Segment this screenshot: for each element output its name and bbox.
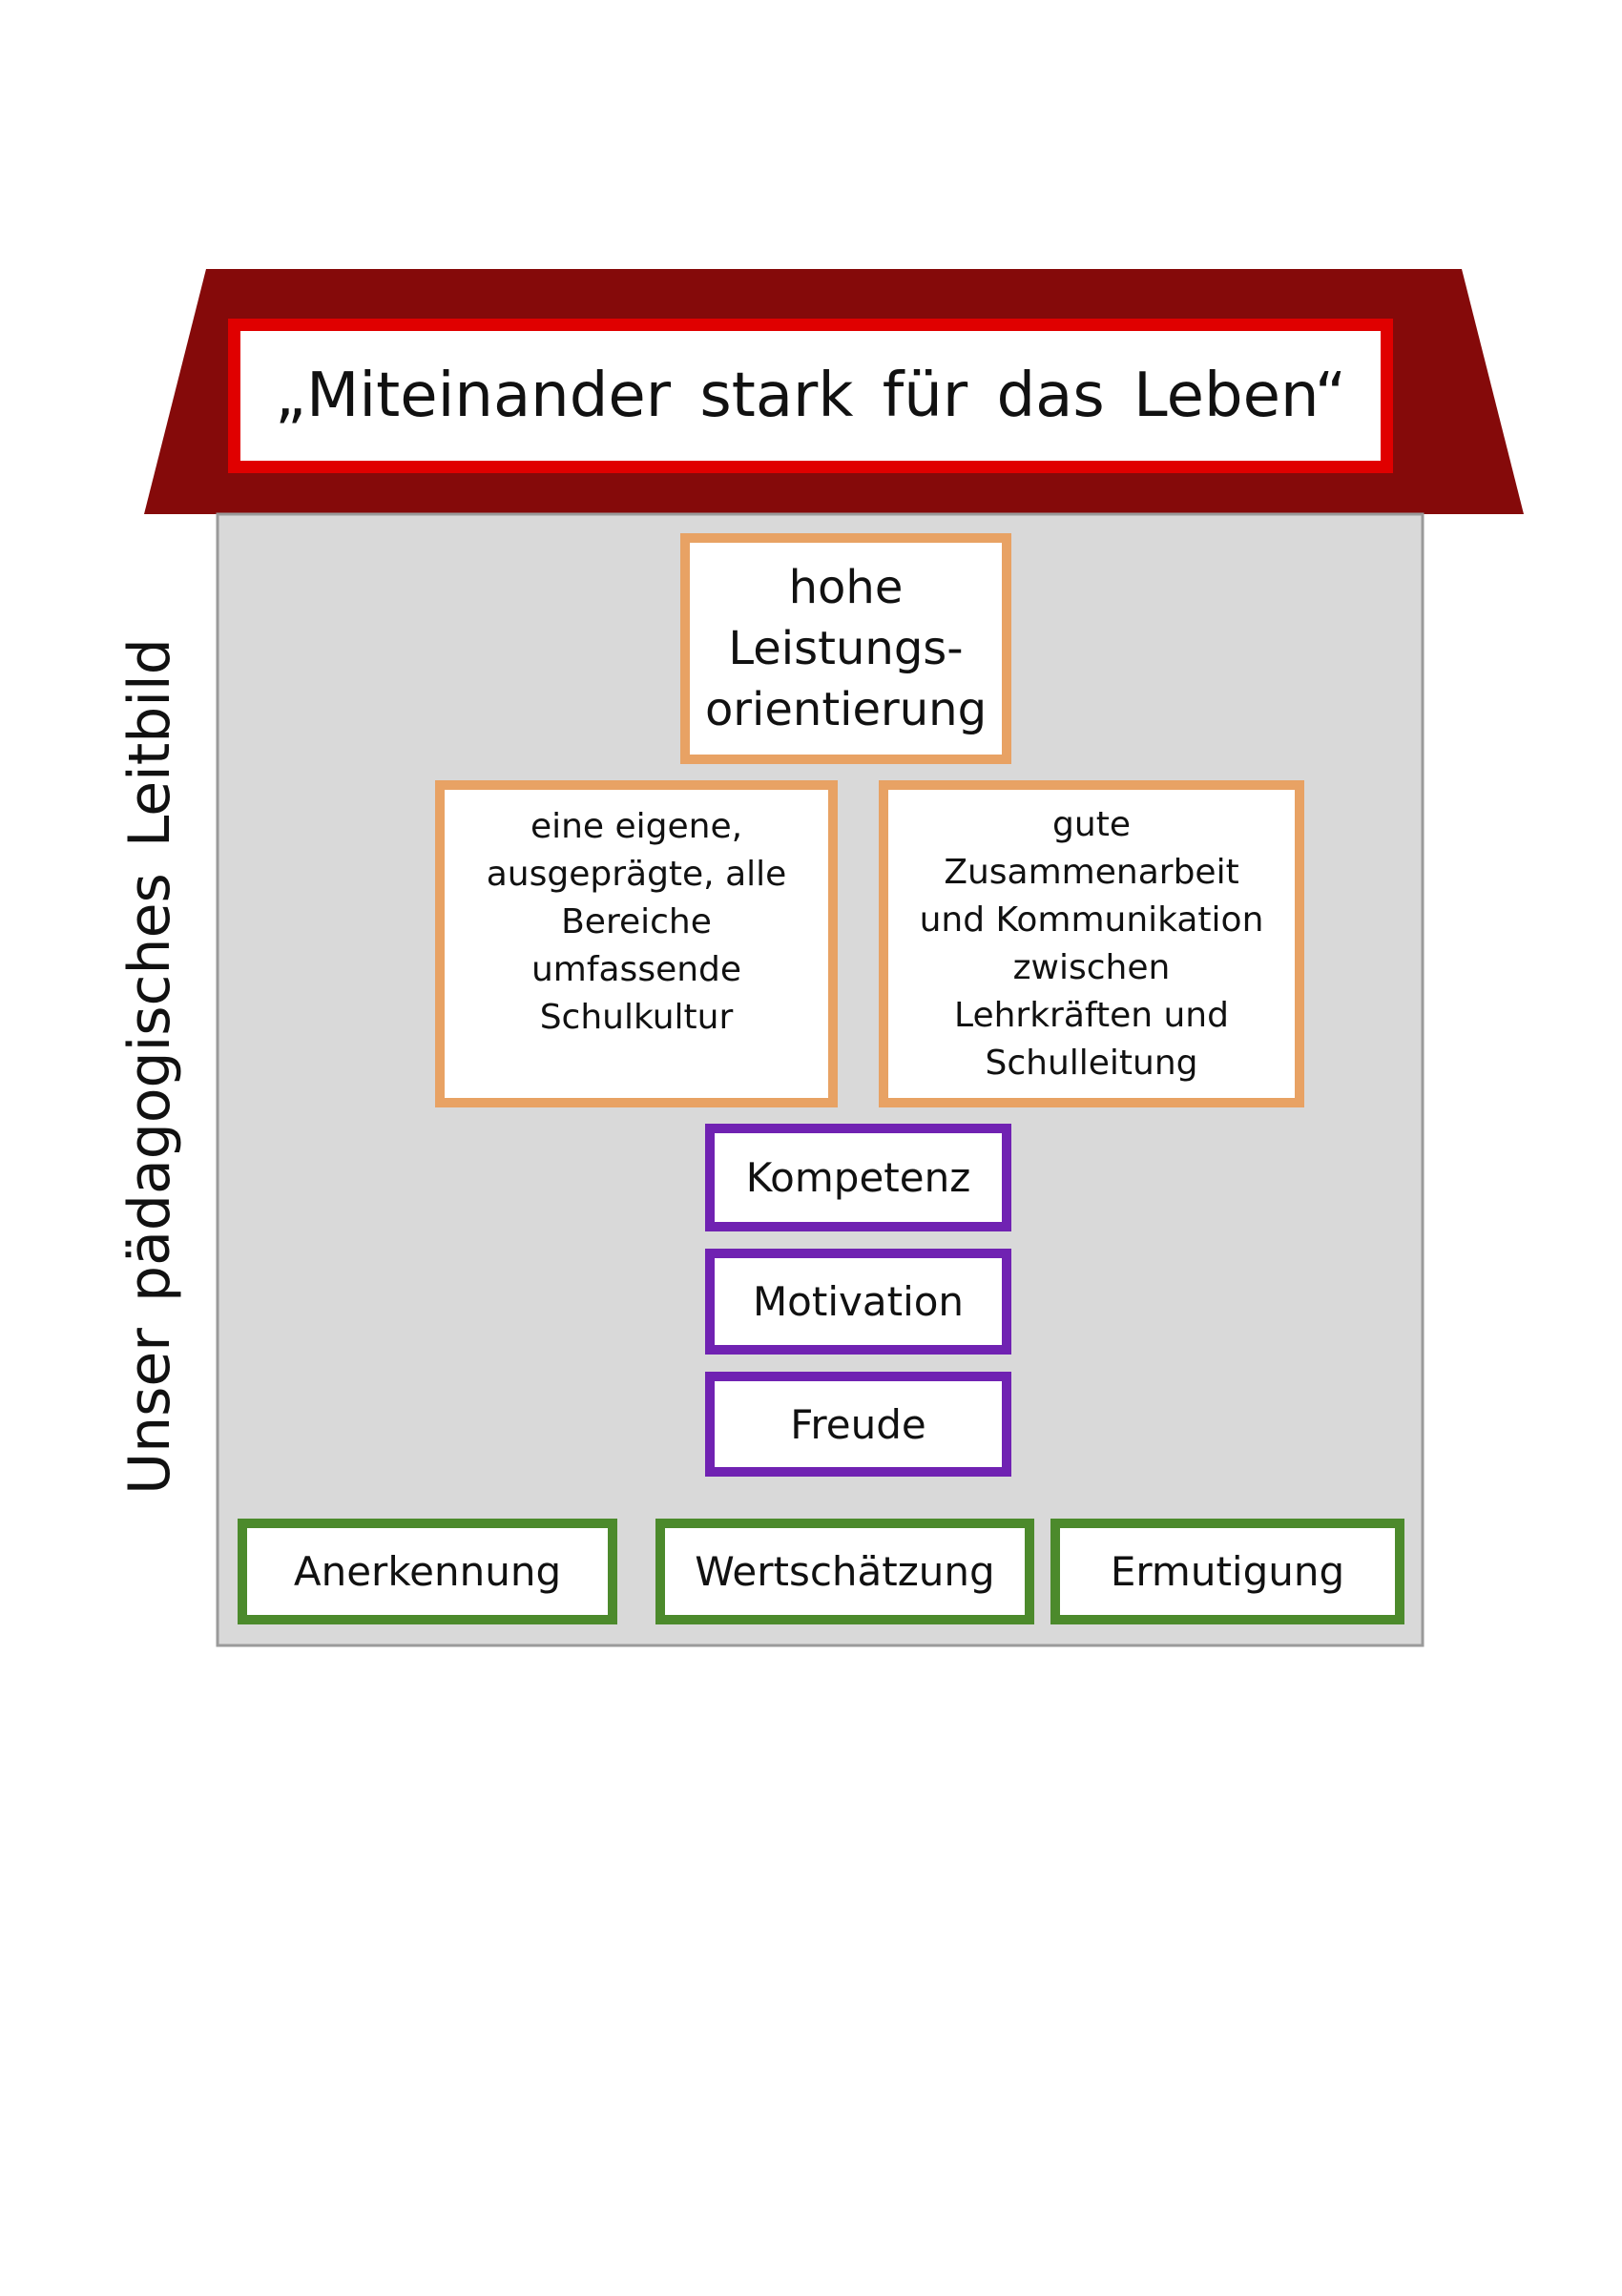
box-line: Schulkultur [539,998,734,1037]
box-leistungsorientierung: hohe Leistungs- orientierung [680,533,1011,764]
box-line: hohe [788,561,904,614]
box-label: Anerkennung [293,1548,562,1595]
box-ermutigung: Ermutigung [1050,1519,1404,1624]
box-freude: Freude [705,1372,1011,1477]
box-label: Ermutigung [1110,1548,1345,1595]
box-line: Zusammenarbeit [944,852,1239,892]
box-line: zwischen [1012,947,1171,987]
box-line: gute [1052,804,1131,844]
box-label: Kompetenz [745,1154,971,1201]
box-line: Lehrkräften und [954,995,1229,1035]
box-kompetenz: Kompetenz [705,1124,1011,1231]
box-line: eine eigene, [530,807,743,846]
box-motivation: Motivation [705,1249,1011,1355]
box-line: Bereiche [561,902,712,941]
box-line: umfassende [530,950,742,989]
box-line: Schulleitung [985,1043,1198,1083]
title-box: „Miteinander stark für das Leben“ [228,319,1393,473]
box-zusammenarbeit: gute Zusammenarbeit und Kommunikation zw… [879,780,1304,1107]
title-text: „Miteinander stark für das Leben“ [274,361,1347,431]
box-label: Wertschätzung [695,1548,995,1595]
box-wertschaetzung: Wertschätzung [655,1519,1034,1624]
box-line: Leistungs- [728,622,964,675]
box-line: ausgeprägte, alle [486,855,787,894]
box-line: orientierung [704,683,988,736]
box-anerkennung: Anerkennung [238,1519,617,1624]
box-label: Freude [790,1400,926,1448]
box-label: Motivation [752,1278,965,1325]
box-line: und Kommunikation [919,900,1264,940]
box-schulkultur: eine eigene, ausgeprägte, alle Bereiche … [435,780,838,1107]
